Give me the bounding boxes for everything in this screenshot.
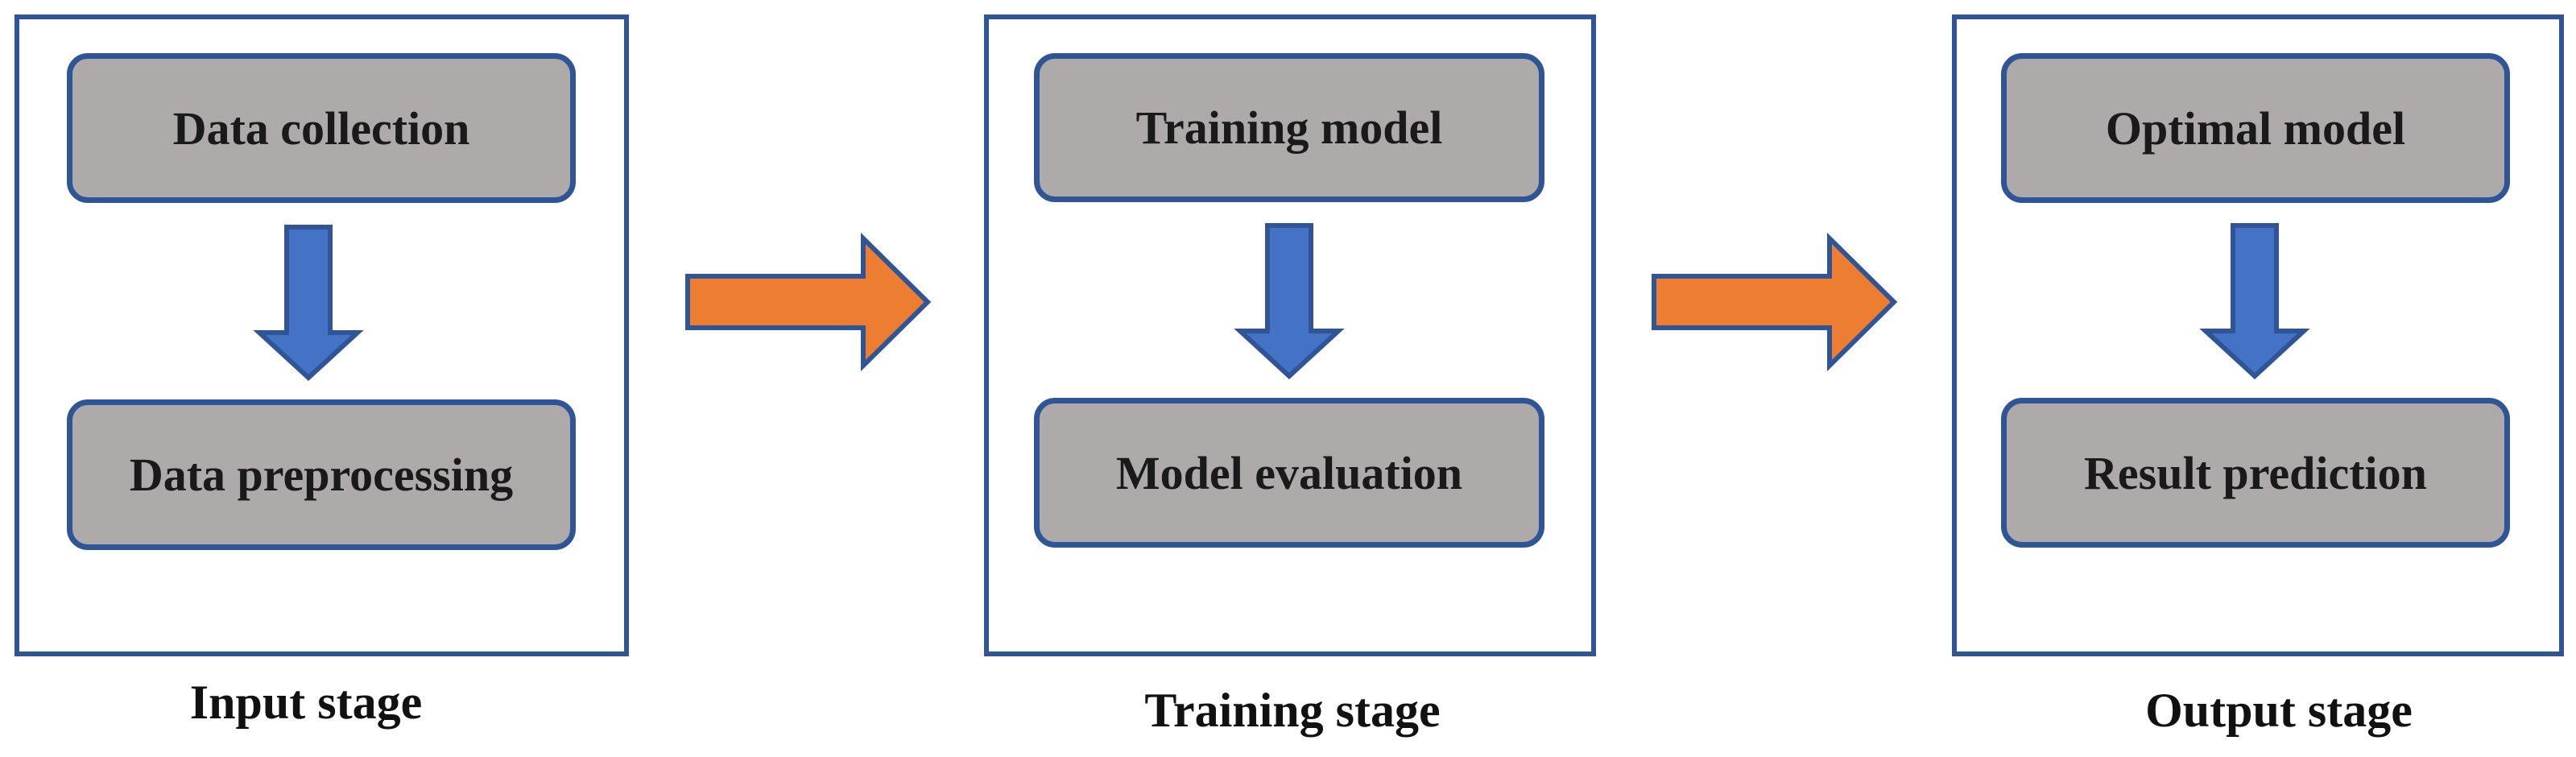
result-prediction-node: Result prediction [2001, 398, 2510, 548]
output-stage-label: Output stage [2145, 684, 2413, 737]
training-stage-label: Training stage [1144, 684, 1441, 737]
model-evaluation-node: Model evaluation [1034, 398, 1544, 548]
down-arrow-icon [2199, 223, 2310, 380]
right-arrow-icon [1652, 232, 1898, 372]
right-arrow-icon [685, 232, 932, 372]
data-collection-node: Data collection [67, 53, 576, 203]
down-arrow-icon [1234, 223, 1345, 380]
optimal-model-node: Optimal model [2001, 53, 2510, 203]
input-stage-label: Input stage [189, 676, 423, 729]
data-preprocessing-node: Data preprocessing [67, 399, 576, 550]
training-model-node: Training model [1034, 53, 1544, 202]
down-arrow-icon [253, 225, 364, 382]
